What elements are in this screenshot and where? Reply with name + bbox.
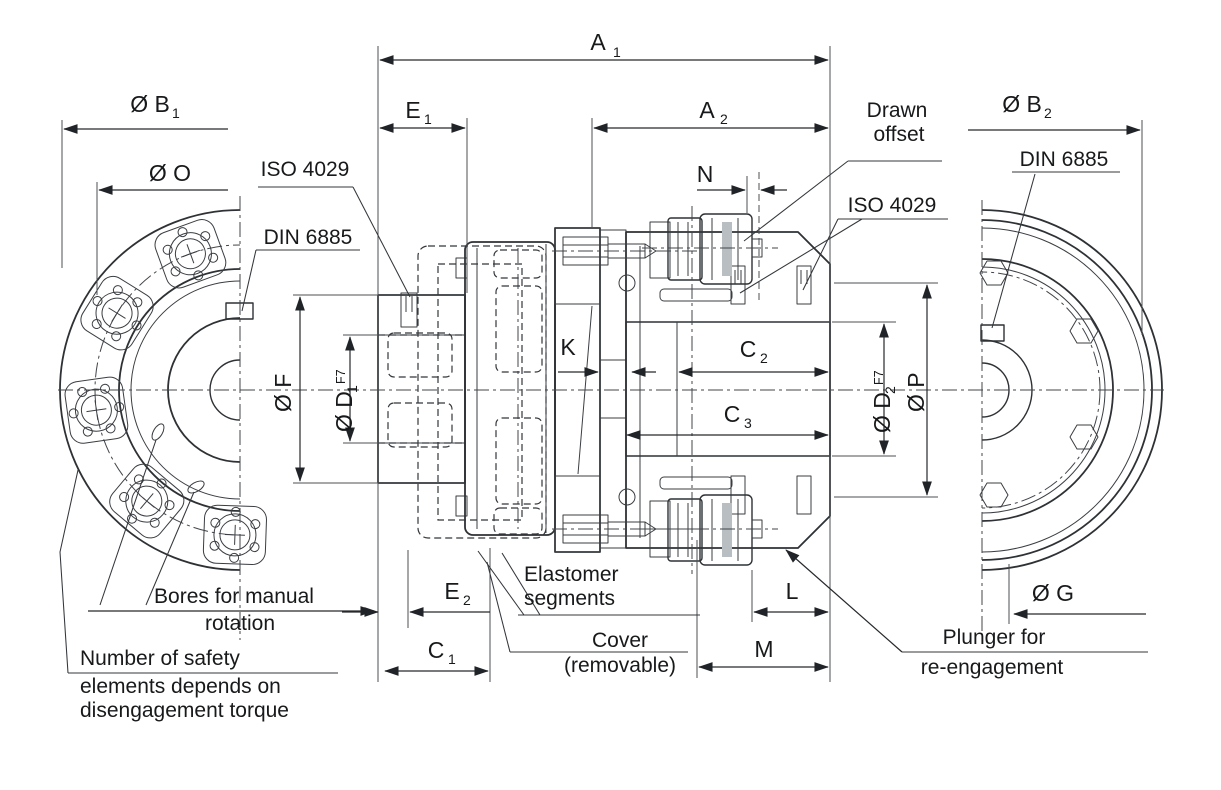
label-safety-2: elements depends on [80,675,281,698]
label-iso-4029-right: ISO 4029 [848,194,937,217]
svg-text:2: 2 [760,350,768,366]
label-dim-d1: Ø D [331,391,357,432]
elastomer-segment-hidden [495,285,543,373]
bore-d2 [625,321,831,457]
label-dim-e1: E [405,97,420,123]
setscrew-hub2 [796,265,812,305]
svg-text:1: 1 [424,111,432,127]
label-dim-a1: A [590,29,606,55]
label-bores-1: Bores for manual [154,585,314,608]
manual-rotation-bore [187,480,205,494]
label-dim-a2: A [699,97,715,123]
label-drawn-offset-2: offset [874,123,925,146]
label-din-6885-right: DIN 6885 [1020,148,1109,171]
svg-text:3: 3 [744,415,752,431]
label-plunger-2: re-engagement [921,656,1064,679]
svg-text:1: 1 [448,651,456,667]
label-dim-c3: C [724,401,741,427]
hub-1-section [377,292,466,484]
label-dim-n: N [697,161,714,187]
setscrew-hub1 [400,292,418,328]
centerlines [58,196,1164,640]
elastomer-segment-hidden [495,417,543,505]
svg-text:1: 1 [172,105,180,121]
svg-text:2: 2 [882,386,898,394]
extension-lines [61,46,1143,682]
label-dim-f: Ø F [270,374,296,412]
label-elastomer-1: Elastomer [524,563,619,586]
plunger-top [642,213,778,285]
label-safety-1: Number of safety [80,647,240,670]
dimension-lines [63,55,1146,676]
leader-lines [59,160,1148,674]
label-dim-e2: E [444,578,459,604]
plunger-bottom [642,494,778,566]
labels: A 1 E 1 A 2 N Ø B 1 Ø O ISO 4029 DIN 688… [80,29,1108,722]
label-cover-1: Cover [592,629,648,652]
label-dim-b1: Ø B [130,91,170,117]
svg-text:2: 2 [720,111,728,127]
label-dim-c2: C [740,336,757,362]
label-dim-m: M [754,636,773,662]
svg-text:F7: F7 [334,369,348,384]
label-din-6885-left: DIN 6885 [264,226,353,249]
manual-rotation-bore [151,423,165,441]
label-plunger-1: Plunger for [943,626,1046,649]
safety-elements [64,219,267,566]
svg-text:1: 1 [613,44,621,60]
svg-text:F7: F7 [872,370,886,385]
drawn-offset-ghost [387,245,547,539]
label-bores-2: rotation [205,612,275,635]
label-dim-d2: Ø D [869,392,895,433]
label-drawn-offset-1: Drawn [867,99,928,122]
svg-text:2: 2 [463,592,471,608]
label-dim-g: Ø G [1032,580,1074,606]
label-cover-2: (removable) [564,654,676,677]
svg-text:1: 1 [344,385,360,393]
label-dim-c1: C [428,637,445,663]
label-dim-l: L [786,578,799,604]
flange-bolts [979,260,1099,508]
label-elastomer-2: segments [524,587,615,610]
label-dim-b2: Ø B [1002,91,1042,117]
label-dim-o: Ø O [149,160,191,186]
svg-text:2: 2 [1044,105,1052,121]
label-dim-k: K [560,334,576,360]
label-safety-3: disengagement torque [80,699,289,722]
label-iso-4029-left: ISO 4029 [261,158,350,181]
label-dim-p: Ø P [903,372,929,412]
